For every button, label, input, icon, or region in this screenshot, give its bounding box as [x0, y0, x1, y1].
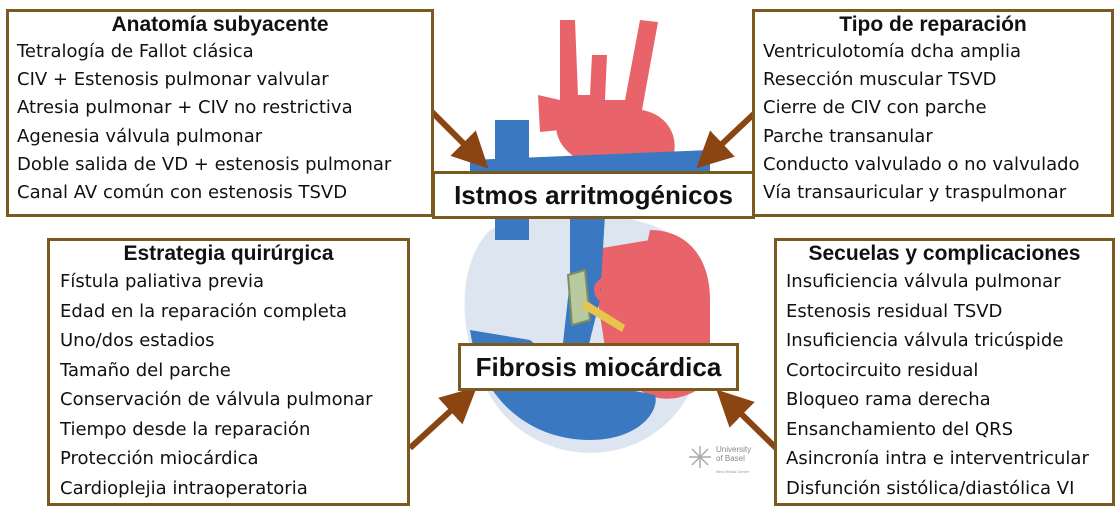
list-item: Protección miocárdica	[60, 448, 259, 469]
list-item: Tamaño del parche	[60, 359, 231, 381]
list-item: Cierre de CIV con parche	[763, 97, 987, 119]
logo-line-1: University	[716, 445, 752, 454]
strategy-box: Estrategia quirúrgica Fístula paliativa …	[47, 238, 410, 506]
list-item: Tetralogía de Fallot clásica	[17, 41, 254, 62]
strategy-title: Estrategia quirúrgica	[123, 242, 334, 265]
fibrosis-label: Fibrosis miocárdica	[458, 343, 739, 391]
anatomy-title: Anatomía subyacente	[111, 13, 329, 36]
arrow-sequelae-to-fibrosis	[716, 389, 779, 451]
list-item: Doble salida de VD + estenosis pulmonar	[17, 153, 392, 175]
list-item: Canal AV común con estenosis TSVD	[17, 182, 348, 204]
university-emblem-icon	[689, 446, 711, 468]
list-item: Asincronía intra e interventricular	[786, 448, 1089, 469]
list-item: Cardioplejia intraoperatoria	[60, 477, 308, 499]
list-item: Conducto valvulado o no valvulado	[763, 153, 1080, 175]
anatomy-list: Tetralogía de Fallot clásica CIV + Esten…	[9, 38, 431, 207]
list-item: Agenesia válvula pulmonar	[17, 125, 263, 147]
list-item: Insuficiencia válvula tricúspide	[786, 330, 1064, 351]
sequelae-title: Secuelas y complicaciones	[808, 242, 1081, 265]
anatomy-box: Anatomía subyacente Tetralogía de Fallot…	[6, 9, 434, 217]
istmos-label: Istmos arritmogénicos	[432, 171, 755, 219]
list-item: Uno/dos estadios	[60, 330, 215, 351]
list-item: Estenosis residual TSVD	[786, 300, 1003, 322]
list-item: Bloqueo rama derecha	[786, 389, 991, 410]
repair-title: Tipo de reparación	[839, 13, 1027, 36]
list-item: Fístula paliativa previa	[60, 271, 265, 292]
arrow-strategy-to-fibrosis	[407, 386, 477, 451]
logo-line-3: New Media Center	[716, 469, 750, 474]
list-item: Cortocircuito residual	[786, 359, 979, 381]
list-item: Ventriculotomía dcha amplia	[763, 41, 1022, 62]
arrow-repair-to-istmos	[696, 107, 761, 169]
repair-list: Ventriculotomía dcha amplia Resección mu…	[755, 38, 1111, 207]
list-item: Ensanchamiento del QRS	[786, 418, 1014, 440]
arrow-anatomy-to-istmos	[427, 107, 489, 169]
sequelae-box: Secuelas y complicaciones Insuficiencia …	[774, 238, 1115, 506]
university-logo: University of Basel New Media Center	[688, 443, 768, 483]
list-item: Insuficiencia válvula pulmonar	[786, 271, 1061, 292]
list-item: Vía transauricular y traspulmonar	[763, 182, 1067, 204]
list-item: Atresia pulmonar + CIV no restrictiva	[17, 97, 353, 119]
logo-line-2: of Basel	[716, 454, 745, 463]
list-item: Parche transanular	[763, 125, 933, 147]
list-item: Conservación de válvula pulmonar	[60, 389, 373, 410]
list-item: Tiempo desde la reparación	[60, 418, 311, 440]
list-item: Disfunción sistólica/diastólica VI	[786, 477, 1075, 499]
list-item: CIV + Estenosis pulmonar valvular	[17, 69, 329, 91]
list-item: Resección muscular TSVD	[763, 69, 997, 91]
sequelae-list: Insuficiencia válvula pulmonar Estenosis…	[777, 267, 1112, 503]
strategy-list: Fístula paliativa previa Edad en la repa…	[50, 267, 407, 503]
list-item: Edad en la reparación completa	[60, 300, 347, 322]
repair-box: Tipo de reparación Ventriculotomía dcha …	[752, 9, 1114, 217]
